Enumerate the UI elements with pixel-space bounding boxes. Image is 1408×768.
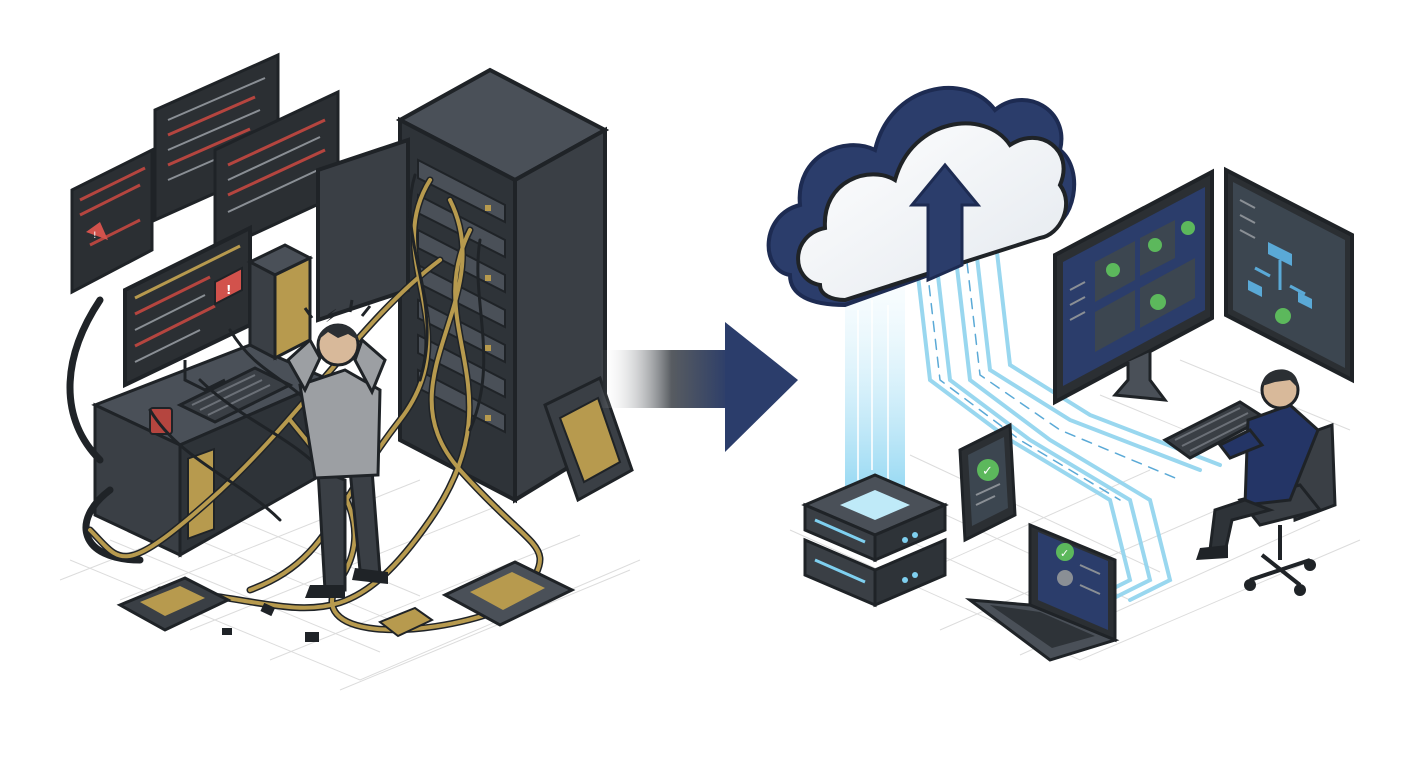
mug <box>149 407 173 435</box>
dashboard-monitor-side <box>1224 166 1354 384</box>
stress-marks: ⚡ <box>325 306 338 327</box>
alert-icon <box>214 266 243 306</box>
scattered-components <box>116 560 576 642</box>
cloud-server-stack <box>801 473 949 608</box>
upload-beam <box>845 285 905 505</box>
pc-tower <box>246 243 314 361</box>
alert-glyph: ! <box>226 283 231 297</box>
monitor-top-left: ! <box>70 147 154 295</box>
laptop: ✓ <box>964 522 1120 662</box>
upload-arrow-icon <box>908 162 982 283</box>
tablet-check-icon: ✓ <box>982 464 993 479</box>
cloud <box>766 85 1077 308</box>
warning-glyph: ! <box>93 231 97 241</box>
leaning-board <box>543 375 634 503</box>
calm-user <box>1196 369 1337 596</box>
laptop-check-icon: ✓ <box>1060 547 1069 560</box>
before-panel: ! <box>59 52 641 691</box>
transition-arrow <box>600 322 798 452</box>
warning-icon <box>86 222 108 240</box>
dashboard-monitor-main <box>1053 168 1214 406</box>
tablet: ✓ <box>958 422 1017 543</box>
stressed-technician: ⚡ <box>286 299 388 598</box>
after-panel: ✓ ✓ <box>766 85 1361 662</box>
rack-door <box>316 137 410 323</box>
data-beams <box>913 233 1222 602</box>
